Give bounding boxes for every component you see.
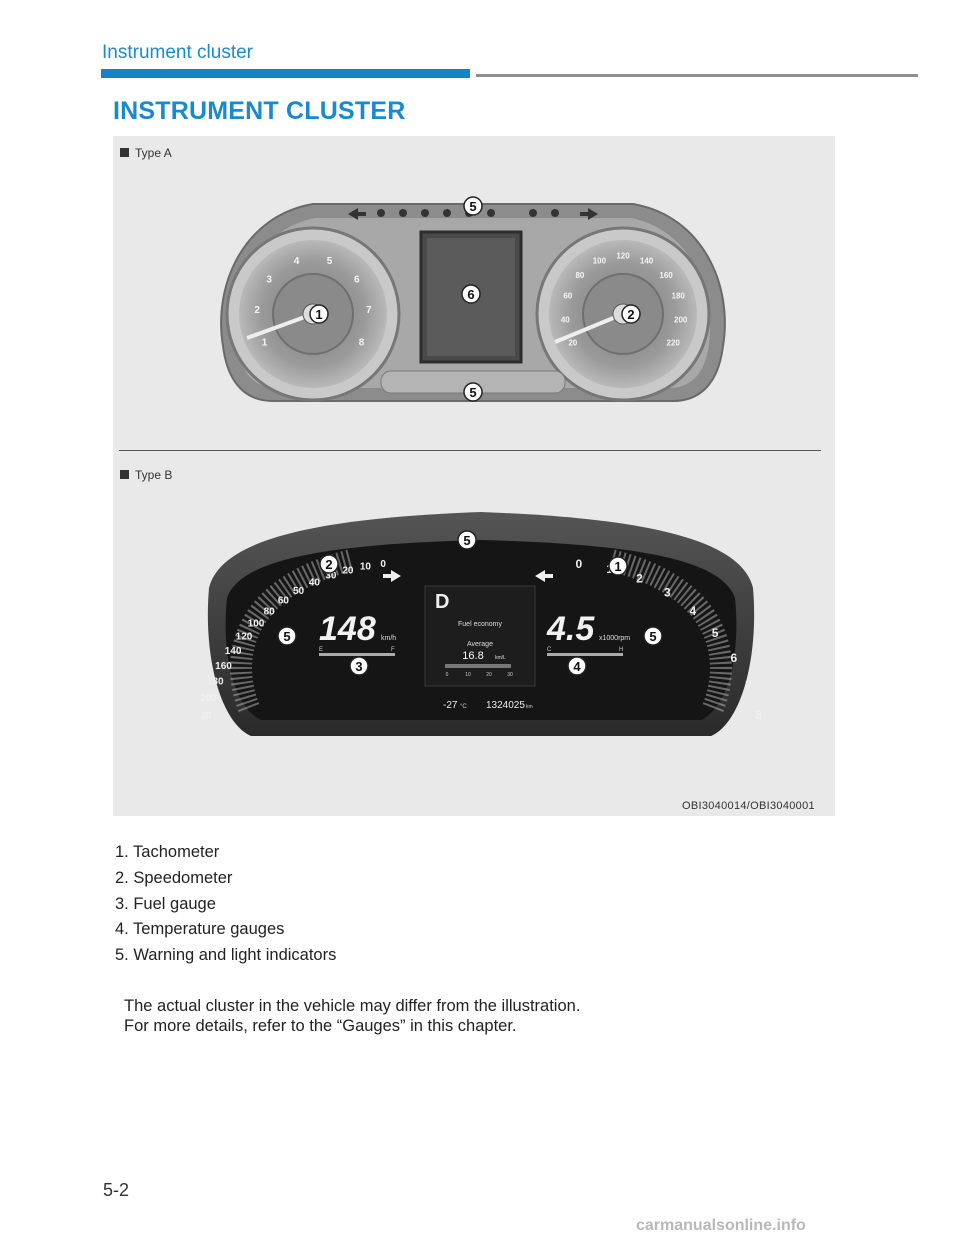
speedo-tick-60: 60 (278, 595, 290, 606)
speedo-tick-200: 200 (674, 316, 688, 325)
watermark: carmanualsonline.info (636, 1217, 806, 1234)
fuel-f-label: F (391, 647, 395, 653)
type-b-label: Type B (120, 468, 172, 482)
speedo-tick-220: 220 (667, 339, 681, 348)
speedo-tick-160: 160 (215, 661, 232, 672)
callout-5-top: 5 (463, 533, 470, 548)
speedo-tick-80: 80 (575, 271, 584, 280)
callout-5-bottom: 5 (469, 385, 476, 400)
odometer: 1324025 (486, 700, 525, 711)
tacho-tick-2: 2 (254, 305, 260, 316)
speedo-tick-80: 80 (264, 606, 276, 617)
average-unit: km/L (495, 655, 506, 661)
callout-4: 4 (573, 659, 581, 674)
fuel-economy-title: Fuel economy (458, 621, 502, 628)
callout-1: 1 (614, 559, 621, 574)
speedo-tick-180: 180 (207, 677, 224, 688)
speedo-tick-60: 60 (563, 292, 572, 301)
rpm-unit: x1000rpm (599, 635, 630, 642)
speedo-tick-160: 160 (659, 271, 673, 280)
tacho-tick-6: 6 (731, 651, 738, 665)
economy-scale-20: 20 (486, 672, 492, 678)
tacho-tick-2: 2 (636, 572, 643, 586)
outside-temp: -27 (443, 700, 458, 711)
economy-scale-10: 10 (465, 672, 471, 678)
digital-speed: 148 (319, 610, 376, 648)
legend-item: 2. Speedometer (115, 868, 233, 887)
speedo-tick-40: 40 (309, 578, 321, 589)
tacho-tick-1: 1 (262, 337, 268, 348)
note-line: The actual cluster in the vehicle may di… (124, 997, 581, 1015)
tacho-tick-6: 6 (354, 274, 360, 285)
legend-item: 4. Temperature gauges (115, 920, 285, 939)
speedo-tick-220: 220 (201, 710, 212, 721)
speedo-tick-50: 50 (293, 586, 305, 597)
callout-3: 3 (355, 659, 362, 674)
economy-scale-0: 0 (446, 672, 449, 678)
callout-5-right: 5 (649, 629, 656, 644)
speedo-tick-100: 100 (248, 618, 265, 629)
callout-2: 2 (627, 307, 634, 322)
legend-item: 5. Warning and light indicators (115, 946, 337, 965)
tacho-tick-7: 7 (745, 678, 752, 692)
tacho-tick-7: 7 (366, 305, 372, 316)
header-rule-blue (101, 69, 470, 78)
tacho-tick-4: 4 (294, 256, 300, 267)
page-number: 5-2 (103, 1180, 130, 1200)
running-header: Instrument cluster (102, 42, 253, 63)
odometer-unit: km (526, 704, 533, 710)
temp-h-label: H (619, 647, 623, 653)
speedo-tick-120: 120 (616, 252, 630, 261)
callout-6: 6 (467, 287, 474, 302)
tacho-tick-5: 5 (327, 256, 333, 267)
tacho-tick-4: 4 (689, 604, 696, 618)
gear-indicator: D (435, 591, 449, 613)
average-label: Average (467, 641, 493, 648)
figure-code: OBI3040014/OBI3040001 (682, 800, 815, 812)
speed-unit: km/h (381, 635, 396, 642)
average-value: 16.8 (462, 650, 483, 662)
speedo-tick-20: 20 (568, 339, 577, 348)
note-line: For more details, refer to the “Gauges” … (124, 1017, 517, 1035)
tacho-tick-3: 3 (266, 274, 272, 285)
tacho-tick-0: 0 (576, 557, 583, 571)
speedo-tick-30: 30 (325, 571, 337, 582)
callout-legend: 1. Tachometer 2. Speedometer 3. Fuel gau… (115, 840, 336, 969)
type-a-label: Type A (120, 146, 172, 160)
tacho-tick-8: 8 (756, 708, 761, 722)
type-a-cluster-illustration: 1 2 3 4 5 6 7 8 20 40 60 80 100 120 140 160 180 200 220 1… (220, 196, 726, 402)
callout-1: 1 (315, 307, 322, 322)
type-b-cluster-illustration: 010203040506080100120140160180200220 012… (201, 512, 761, 736)
speedo-tick-10: 10 (360, 561, 372, 572)
speedo-tick-180: 180 (672, 292, 686, 301)
callout-2: 2 (325, 557, 332, 572)
tacho-tick-5: 5 (712, 626, 719, 640)
fuel-e-label: E (319, 647, 323, 653)
digital-rpm: 4.5 (546, 610, 595, 648)
speedo-tick-140: 140 (225, 646, 242, 657)
speedo-tick-0: 0 (380, 559, 386, 570)
callout-5-left: 5 (283, 629, 290, 644)
callout-5-top: 5 (469, 199, 476, 214)
speedo-tick-140: 140 (640, 257, 654, 266)
tacho-tick-8: 8 (359, 337, 365, 348)
legend-item: 1. Tachometer (115, 843, 220, 861)
speedo-tick-100: 100 (593, 257, 607, 266)
temp-c-label: C (547, 647, 552, 653)
section-title: INSTRUMENT CLUSTER (113, 97, 406, 125)
figure-divider (119, 450, 821, 451)
header-rule-grey (476, 74, 918, 77)
economy-scale-30: 30 (507, 672, 513, 678)
outside-temp-unit: °C (460, 704, 467, 710)
speedo-tick-120: 120 (236, 632, 253, 643)
speedo-tick-20: 20 (342, 565, 354, 576)
tacho-tick-3: 3 (664, 586, 671, 600)
note-text: The actual cluster in the vehicle may di… (124, 996, 580, 1036)
speedo-tick-40: 40 (561, 316, 570, 325)
speedo-tick-200: 200 (201, 693, 217, 704)
legend-item: 3. Fuel gauge (115, 894, 216, 913)
